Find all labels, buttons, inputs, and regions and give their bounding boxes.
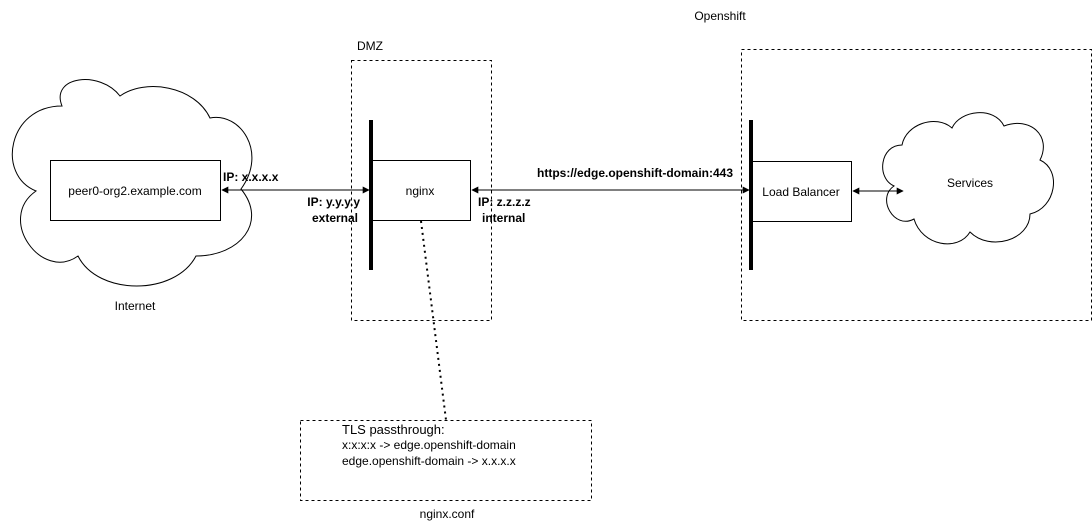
load-balancer-label: Load Balancer xyxy=(762,185,839,199)
services-cloud xyxy=(882,112,1054,245)
nginx-internal-ip-label: IP: z.z.z.z xyxy=(478,195,531,209)
openshift-zone xyxy=(741,49,1092,321)
tls-passthrough-title: TLS passthrough: xyxy=(342,422,445,437)
tls-rule-2: edge.openshift-domain -> x.x.x.x xyxy=(342,454,516,468)
edge-url-label: https://edge.openshift-domain:443 xyxy=(537,166,733,180)
services-label: Services xyxy=(947,176,993,190)
nginx-conf-box xyxy=(300,420,592,501)
nginx-internal-label: internal xyxy=(482,211,525,225)
nginx-conf-caption: nginx.conf xyxy=(420,507,475,521)
nginx-label: nginx xyxy=(406,184,435,198)
nginx-node xyxy=(370,160,471,221)
load-balancer-node xyxy=(751,161,852,222)
internet-label: Internet xyxy=(115,299,156,313)
openshift-label: Openshift xyxy=(694,9,746,23)
peer-node xyxy=(50,160,221,221)
nginx-external-ip-label: IP: y.y.y.y xyxy=(307,195,360,209)
peer-label: peer0-org2.example.com xyxy=(68,184,201,198)
tls-rule-1: x:x:x:x -> edge.openshift-domain xyxy=(342,438,516,452)
dmz-label: DMZ xyxy=(357,39,383,53)
peer-ip-label: IP: x.x.x.x xyxy=(223,170,279,184)
nginx-external-label: external xyxy=(312,211,358,225)
